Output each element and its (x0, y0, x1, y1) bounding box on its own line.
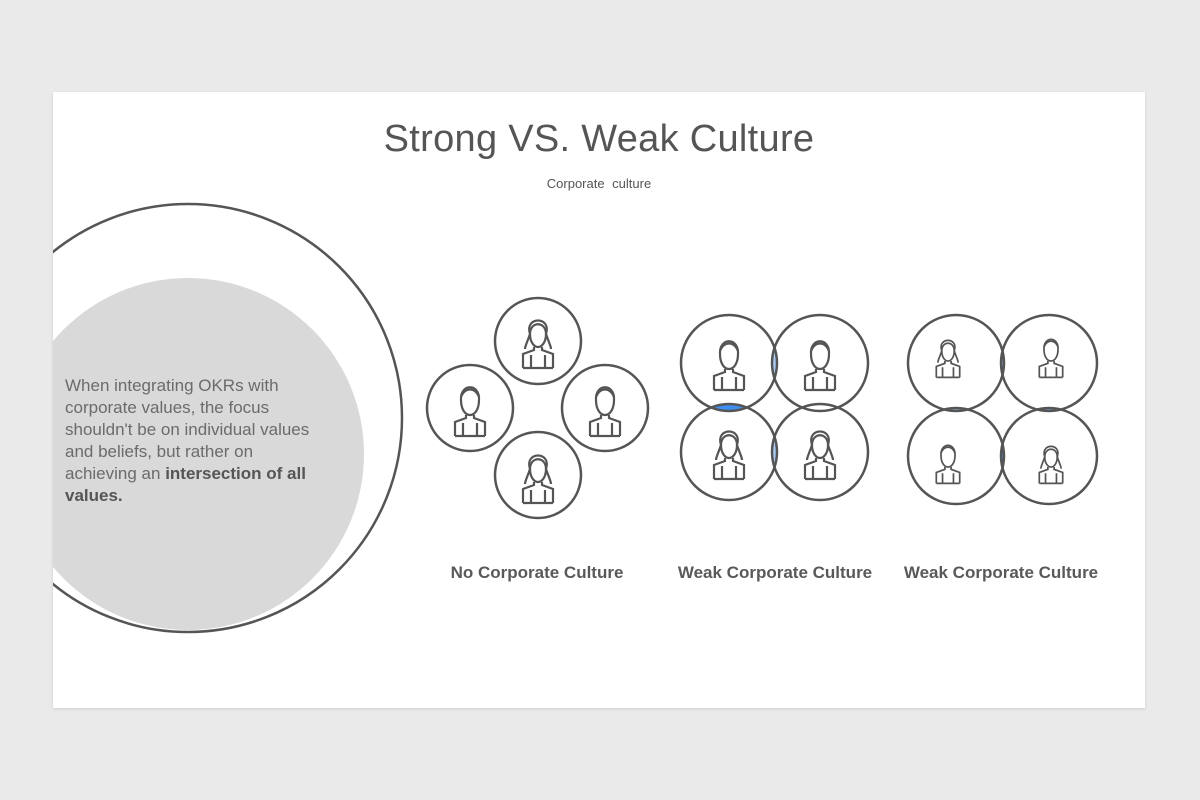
body-text: When integrating OKRs with corporate val… (65, 375, 310, 507)
body-text-bold: intersection of all values. (65, 464, 306, 505)
intersection-culture-diagram (906, 313, 1099, 506)
decorative-circles (53, 202, 404, 634)
no-culture-diagram (425, 296, 650, 520)
culture-illustrations (425, 296, 1099, 520)
slide-subtitle: Corporate culture (546, 176, 652, 191)
slide-title: Strong VS. Weak Culture (383, 118, 815, 160)
slide: Strong VS. Weak Culture Corporate cultur… (53, 92, 1145, 708)
decor-filled-circle (53, 278, 364, 630)
weak-culture-diagram (679, 313, 870, 502)
body-text-regular: When integrating OKRs with corporate val… (65, 376, 310, 483)
caption-no-culture: No Corporate Culture (450, 563, 624, 582)
caption-weak-culture: Weak Corporate Culture (677, 563, 873, 582)
caption-intersection-culture: Weak Corporate Culture (903, 563, 1099, 582)
decor-outline-circle (53, 202, 404, 634)
